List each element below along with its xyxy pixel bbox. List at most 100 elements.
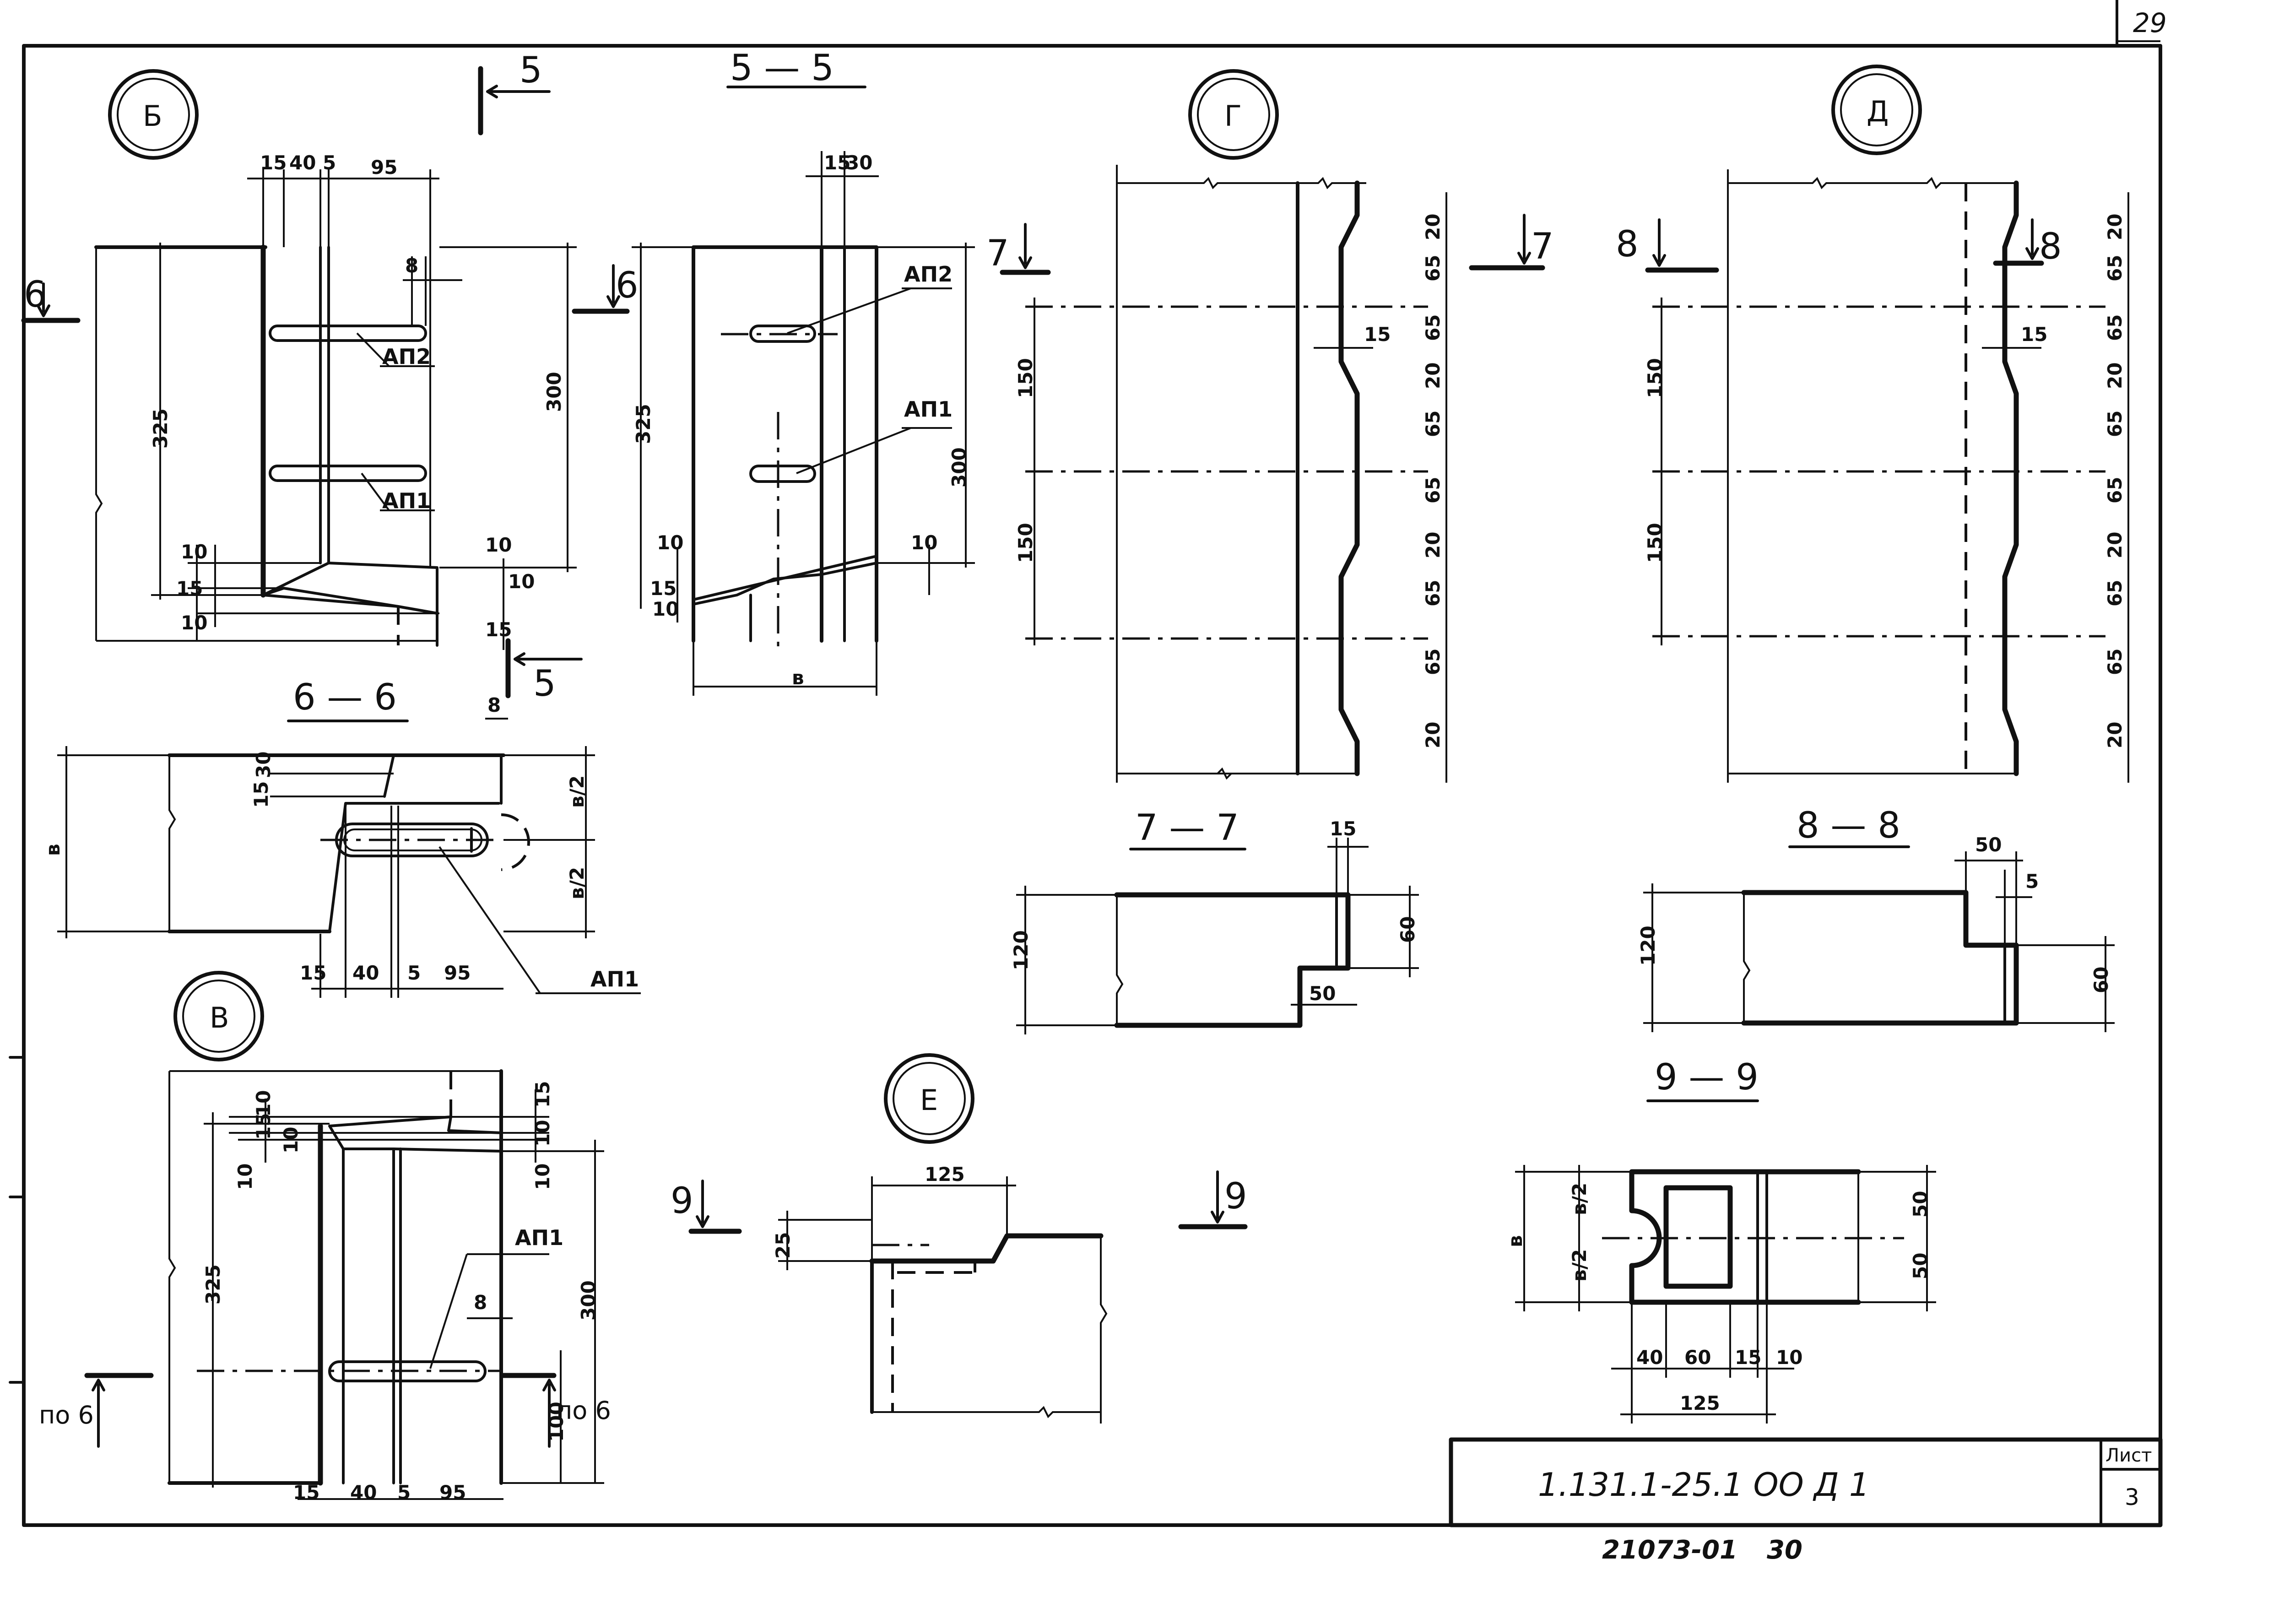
dim-95-66: 95 xyxy=(444,962,471,984)
dim-b2-66b: в/2 xyxy=(566,867,588,899)
dim-b2-99b: в/2 xyxy=(1568,1249,1591,1282)
dim-50-99a: 50 xyxy=(1909,1191,1932,1218)
dim-10-55b: 10 xyxy=(652,598,679,620)
dim-15-g: 15 xyxy=(1364,323,1391,346)
callout-circle-v xyxy=(173,971,264,1061)
dim-20-g-4: 20 xyxy=(1422,722,1444,748)
section-title-8-8: 8 — 8 xyxy=(1797,805,1900,846)
dim-10-v-a: 10 xyxy=(252,1090,275,1117)
cut-7-right: 7 xyxy=(1531,226,1554,267)
dim-300-v: 300 xyxy=(577,1280,600,1321)
dim-10-55c: 10 xyxy=(911,531,937,554)
anchor-ap2 xyxy=(269,325,427,342)
dim-120-88: 120 xyxy=(1637,926,1659,966)
dim-65-d-2: 65 xyxy=(2104,314,2126,341)
cut-6-left: 6 xyxy=(24,274,47,315)
sheet-frame: 29 xyxy=(9,0,2167,1527)
dim-65-g-2: 65 xyxy=(1422,314,1444,341)
stamp-page: 30 xyxy=(1767,1535,1802,1565)
dim-20-g-3: 20 xyxy=(1422,532,1444,558)
dim-b-99: в xyxy=(1504,1235,1526,1247)
section-title-5-5: 5 — 5 xyxy=(730,48,834,89)
stamp-number: 21073-01 xyxy=(1602,1535,1737,1565)
label-ap1: АП1 xyxy=(382,488,431,513)
dim-15-55b: 15 xyxy=(650,577,677,600)
dim-10-v-d: 10 xyxy=(531,1120,554,1147)
anchor-ap2-55 xyxy=(749,325,816,343)
dim-150-g-b: 150 xyxy=(1014,523,1037,563)
dim-10-99: 10 xyxy=(1776,1346,1802,1369)
dim-65-g-5: 65 xyxy=(1422,580,1444,606)
section-5-5: 5 — 5 АП2 АП1 15 30 325 300 10 15 10 xyxy=(632,48,975,696)
dim-95: 95 xyxy=(371,156,397,179)
dim-8-v: 8 xyxy=(474,1291,487,1314)
dim-40: 40 xyxy=(289,152,316,174)
label-ap2-55: АП2 xyxy=(904,262,953,287)
dim-10c: 10 xyxy=(485,534,512,556)
callout-e: Е xyxy=(920,1083,938,1117)
dim-65-d-3: 65 xyxy=(2104,411,2126,437)
dim-15-66b: 15 xyxy=(300,962,326,984)
dim-325-v: 325 xyxy=(202,1264,224,1305)
view-e: Е 125 25 9 9 xyxy=(671,1053,1248,1424)
section-title-9-9: 9 — 9 xyxy=(1655,1057,1759,1098)
dim-50-88: 50 xyxy=(1975,834,2002,856)
dim-325-55: 325 xyxy=(632,404,655,444)
dim-65-d-1: 65 xyxy=(2104,255,2126,281)
dim-20-d-4: 20 xyxy=(2104,722,2126,748)
dim-325: 325 xyxy=(149,408,172,449)
dim-25-e: 25 xyxy=(772,1232,794,1259)
dim-b-55: в xyxy=(792,666,804,689)
dim-30-66: 30 xyxy=(252,752,275,778)
dim-5-66: 5 xyxy=(407,962,421,984)
callout-circle-e xyxy=(884,1053,974,1144)
dim-10: 10 xyxy=(181,541,207,563)
dim-40-66: 40 xyxy=(352,962,379,984)
dim-10d: 10 xyxy=(508,570,535,593)
dim-50-77: 50 xyxy=(1309,982,1336,1005)
callout-circle-g xyxy=(1188,69,1279,160)
view-d: Д 150 150 20 65 65 20 65 65 20 65 65 20 … xyxy=(1616,65,2129,783)
dim-120-77: 120 xyxy=(1010,930,1032,970)
sheet-label: Лист xyxy=(2105,1445,2152,1466)
dim-65-d-4: 65 xyxy=(2104,477,2126,503)
dim-15-66: 15 xyxy=(250,781,272,808)
cut-5-bottom: 5 xyxy=(533,663,556,704)
dim-10-55a: 10 xyxy=(657,531,683,554)
label-ap2: АП2 xyxy=(382,344,431,369)
label-ap1-v: АП1 xyxy=(515,1225,563,1250)
dim-5-v: 5 xyxy=(397,1481,411,1504)
dim-5: 5 xyxy=(323,152,336,174)
cut-7-left: 7 xyxy=(986,233,1009,274)
section-title-6-6: 6 — 6 xyxy=(293,677,397,718)
dim-60-77: 60 xyxy=(1396,916,1419,943)
cut-8-right: 8 xyxy=(2039,226,2062,267)
dim-65-g-4: 65 xyxy=(1422,477,1444,503)
dim-300-55: 300 xyxy=(948,447,970,487)
cut-8-left: 8 xyxy=(1616,224,1639,265)
dim-20-d-1: 20 xyxy=(2104,214,2126,240)
dim-10-v-c: 10 xyxy=(234,1164,256,1190)
section-6-6: 6 — 6 АП1 в в/2 в/2 30 15 8 xyxy=(42,677,641,998)
dim-50-99b: 50 xyxy=(1909,1253,1932,1279)
dim-65-g-6: 65 xyxy=(1422,649,1444,675)
label-ap1-66: АП1 xyxy=(590,967,639,991)
sheet-number: 3 xyxy=(2125,1484,2139,1510)
cut-5-top: 5 xyxy=(520,50,542,91)
dim-125-99: 125 xyxy=(1680,1392,1720,1414)
dim-15-77: 15 xyxy=(1330,817,1356,840)
dim-20-d-3: 20 xyxy=(2104,532,2126,558)
cut-6-right: 6 xyxy=(616,265,639,306)
callout-circle-d xyxy=(1831,65,1922,155)
dim-15-v-b: 15 xyxy=(531,1081,554,1108)
callout-v: В xyxy=(210,1001,229,1034)
callout-b: Б xyxy=(143,99,162,133)
dim-65-g-1: 65 xyxy=(1422,255,1444,281)
designation-code: 1.131.1-25.1 ОО Д 1 xyxy=(1538,1466,1869,1504)
dim-15-d: 15 xyxy=(2021,323,2047,346)
callout-d: Д xyxy=(1867,95,1889,128)
dim-10b: 10 xyxy=(181,612,207,634)
callout-circle-b xyxy=(108,69,199,160)
anchor-ap1-55 xyxy=(749,465,816,483)
